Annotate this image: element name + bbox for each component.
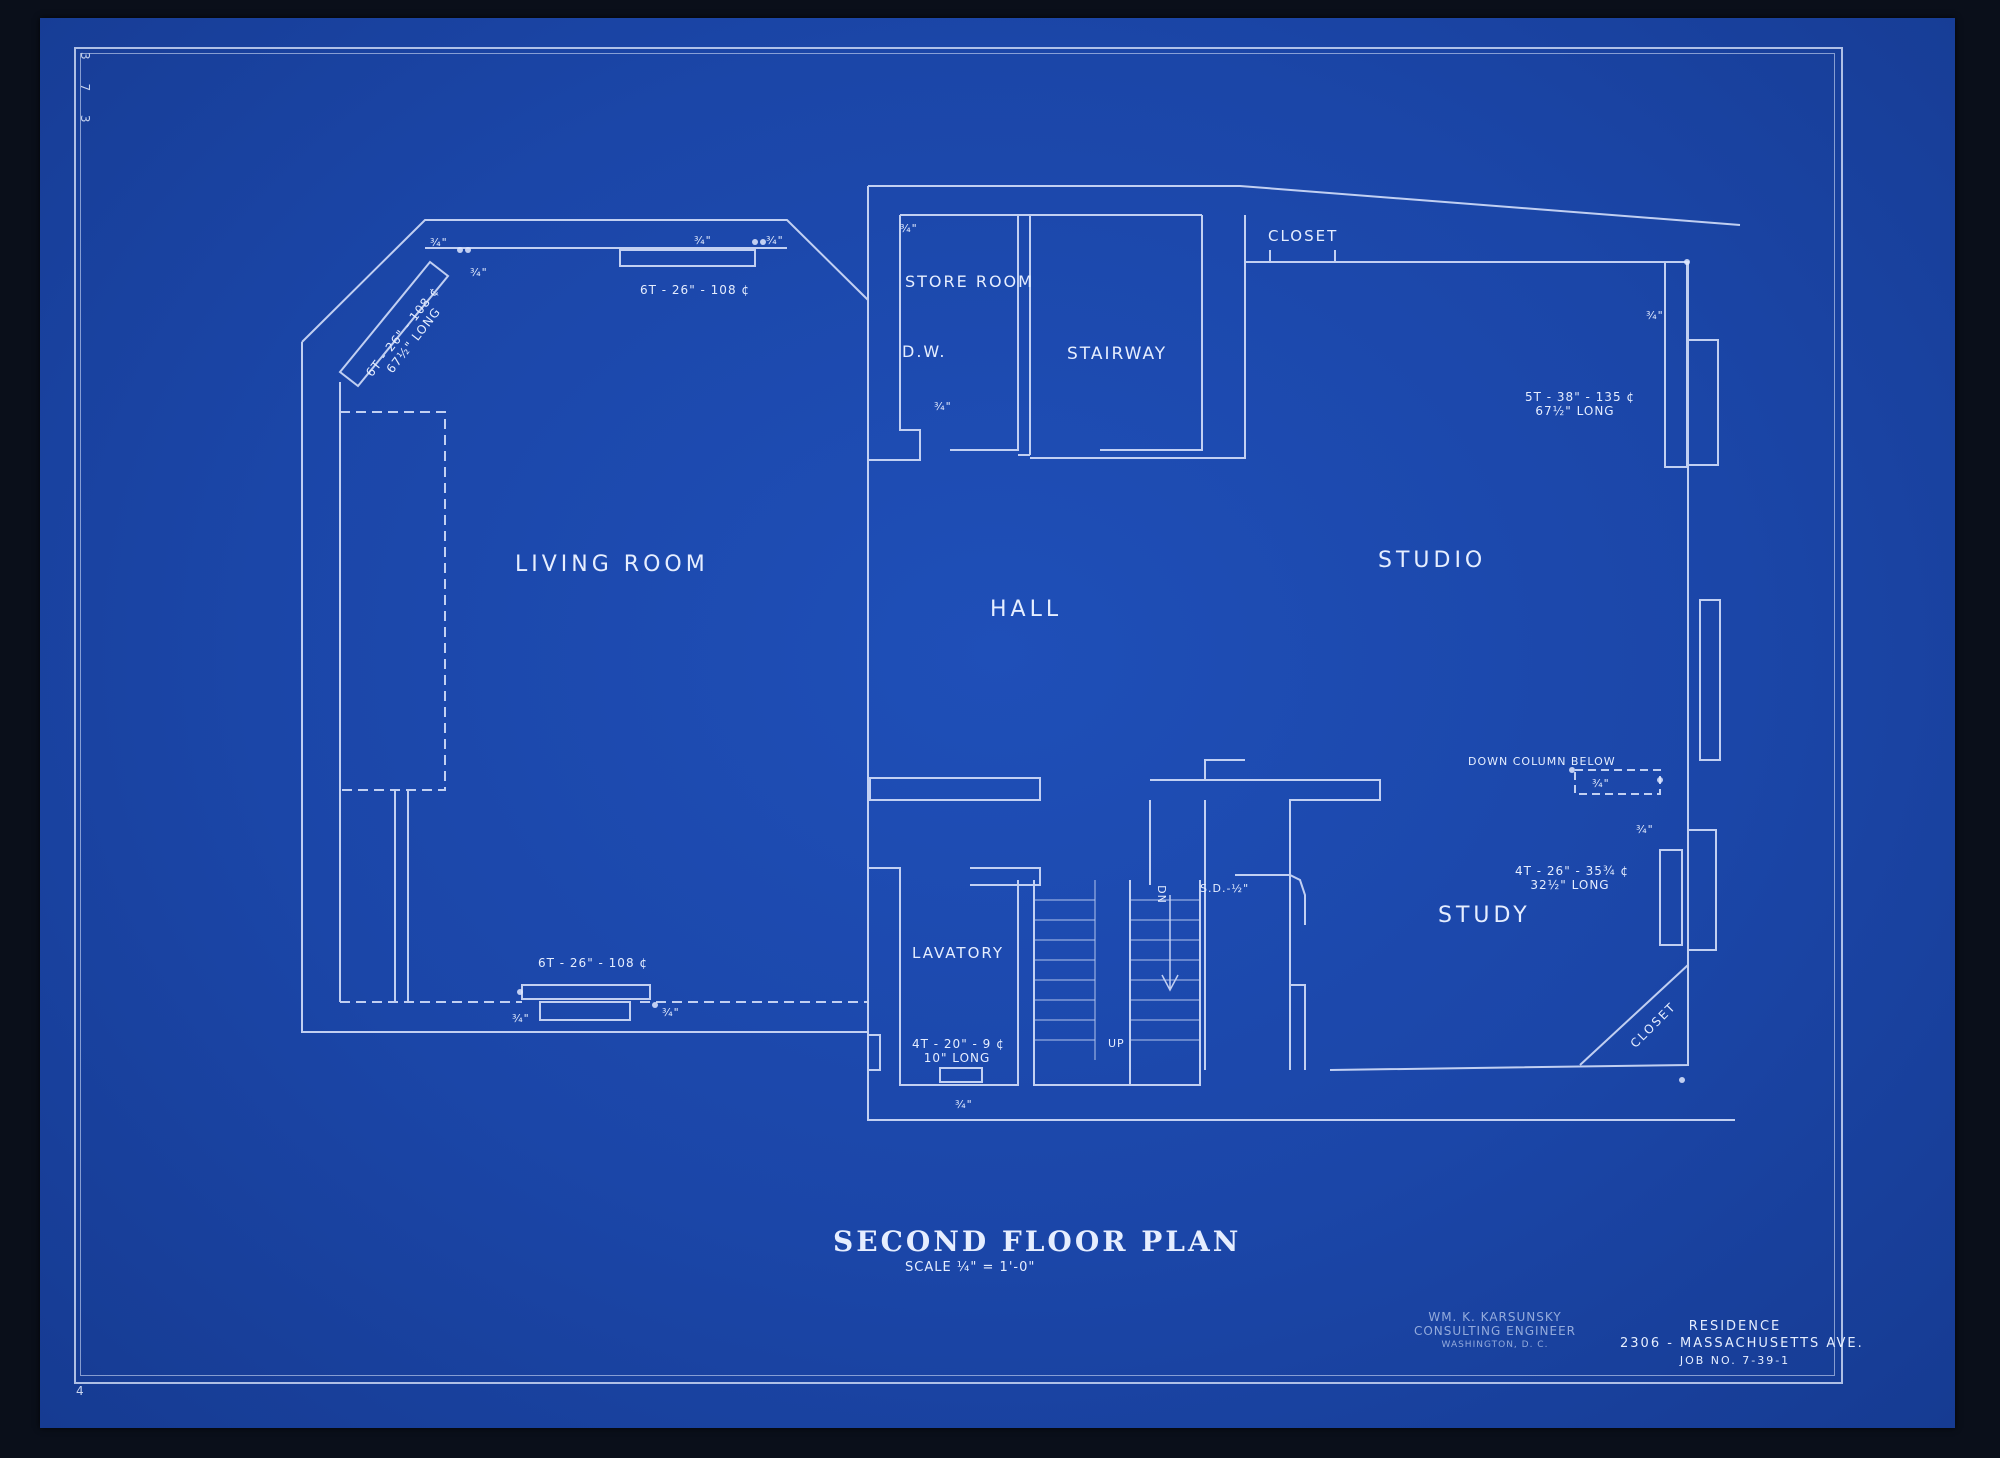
radiator-spec-line: 32½" LONG	[1530, 878, 1610, 892]
project-block: RESIDENCE 2306 - MASSACHUSETTS AVE. JOB …	[1620, 1318, 1864, 1369]
lav-radiator	[939, 1067, 983, 1083]
drawing-scale: SCALE ¼" = 1'-0"	[905, 1260, 1036, 1275]
pipe-size: ¾"	[1636, 823, 1654, 836]
store-room-walls	[867, 186, 1203, 461]
stairway-walls	[1018, 214, 1202, 456]
study-walls	[1150, 759, 1689, 1071]
room-label-studio: STUDIO	[1378, 548, 1487, 573]
studio-walls	[1030, 215, 1689, 1065]
radiator-living-bottom	[521, 984, 651, 1000]
stair-down-label: DN	[1154, 885, 1168, 904]
blueprint-sheet	[40, 18, 1955, 1428]
pipe-size: ¾"	[512, 1012, 530, 1025]
room-label-study: STUDY	[1438, 903, 1531, 928]
room-label-stairway: STAIRWAY	[1067, 344, 1168, 364]
margin-number-top: 3 7 3	[78, 52, 92, 133]
engineer-name: WM. K. KARSUNSKY	[1428, 1310, 1562, 1324]
drawing-border-outer	[74, 47, 1843, 1384]
pipe-size: ¾"	[694, 234, 712, 247]
engineer-stamp: WM. K. KARSUNSKY CONSULTING ENGINEER WAS…	[1395, 1310, 1595, 1352]
radiator-study	[1659, 849, 1683, 946]
radiator-spec-study: 4T - 26" - 35¾ ¢ 32½" LONG	[1515, 864, 1630, 892]
note-sd: S.D.-½"	[1200, 882, 1250, 895]
pipe-size: ¾"	[1646, 309, 1664, 322]
pipe-size: ¾"	[766, 234, 784, 247]
study-column	[1235, 874, 1306, 1070]
radiator-spec-line: 5T - 38" - 135 ¢	[1525, 390, 1636, 404]
radiator-studio	[1664, 261, 1688, 468]
room-label-closet: CLOSET	[1268, 227, 1339, 245]
down-column	[1574, 769, 1661, 795]
radiator-spec-living-bottom: 6T - 26" - 108 ¢	[538, 956, 649, 970]
pipe-size: ¾"	[430, 236, 448, 249]
living-inner-wall	[340, 411, 868, 1003]
radiator-spec-line: 10" LONG	[923, 1051, 991, 1065]
drawing-border-inner	[80, 53, 1835, 1376]
radiator-spec-living-top: 6T - 26" - 108 ¢	[640, 283, 751, 297]
radiator-living-top	[619, 249, 756, 267]
room-label-dw: D.W.	[902, 342, 947, 361]
project-address: 2306 - MASSACHUSETTS AVE.	[1620, 1336, 1864, 1351]
radiator-spec-line: 67½" LONG	[1535, 404, 1615, 418]
stair-treads	[1034, 880, 1200, 1060]
project-job-number: JOB NO. 7-39-1	[1679, 1354, 1791, 1367]
radiator-spec-lavatory: 4T - 20" - 9 ¢ 10" LONG	[912, 1037, 1005, 1065]
hall-partitions	[869, 777, 1151, 886]
radiator-living-diagonal	[338, 260, 450, 388]
room-label-living-room: LIVING ROOM	[515, 552, 709, 577]
margin-number-bottom: 4	[76, 1384, 84, 1398]
room-label-store-room: STORE ROOM	[905, 272, 1034, 291]
pipe-size: ¾"	[662, 1006, 680, 1019]
lavatory-walls	[867, 867, 1735, 1121]
radiator-spec-studio: 5T - 38" - 135 ¢ 67½" LONG	[1525, 390, 1636, 418]
engineer-role: CONSULTING ENGINEER	[1413, 1324, 1577, 1338]
closet-corner	[1579, 964, 1689, 1066]
pipe-size: ¾"	[955, 1098, 973, 1111]
project-type: RESIDENCE	[1688, 1319, 1782, 1334]
note-down-column: DOWN COLUMN BELOW	[1468, 755, 1616, 768]
living-room-walls	[301, 219, 869, 1033]
radiator-spec-line: 4T - 20" - 9 ¢	[912, 1037, 1005, 1051]
stair-walls	[1033, 880, 1201, 1086]
radiator-spec-line: 4T - 26" - 35¾ ¢	[1515, 864, 1630, 878]
drawing-title: SECOND FLOOR PLAN	[833, 1225, 1242, 1258]
pipe-size: ¾"	[900, 222, 918, 235]
pipe-size: ¾"	[1592, 777, 1610, 790]
pipe-size: ¾"	[470, 266, 488, 279]
roof-line	[868, 185, 1741, 226]
room-label-hall: HALL	[990, 597, 1063, 622]
stair-up-label: UP	[1108, 1037, 1125, 1050]
pipe-size: ¾"	[934, 400, 952, 413]
room-label-lavatory: LAVATORY	[912, 944, 1004, 962]
engineer-city: WASHINGTON, D. C.	[1441, 1340, 1549, 1350]
